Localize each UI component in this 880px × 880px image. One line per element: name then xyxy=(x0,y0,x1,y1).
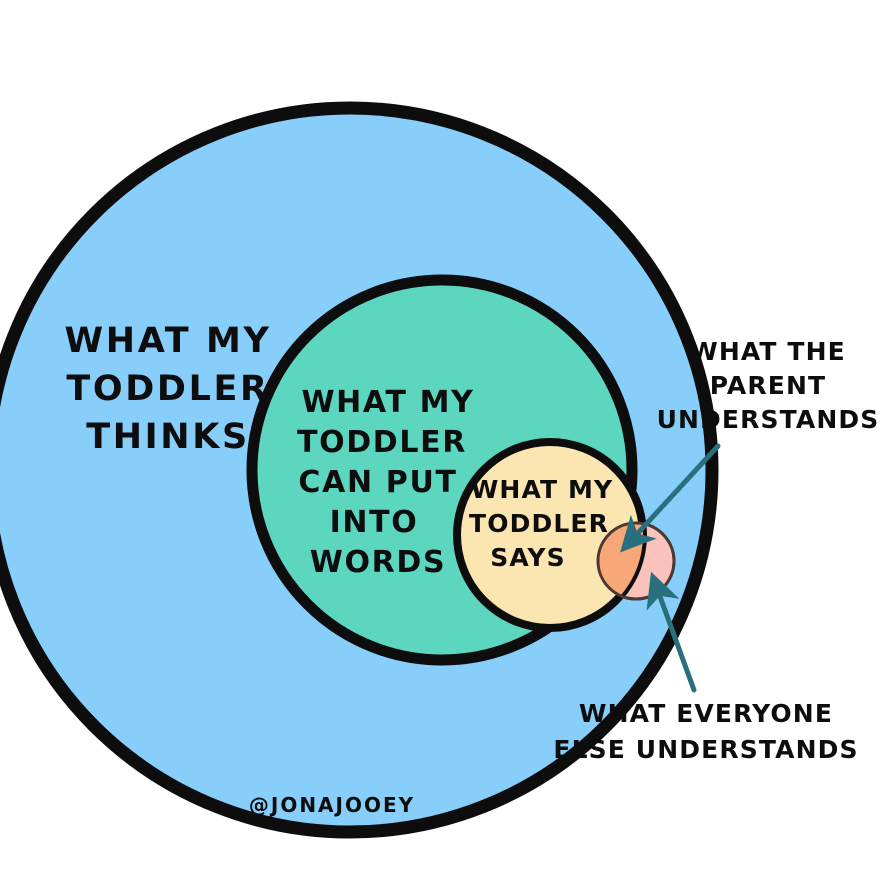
label-toddler-thinks-line-3: THINKS xyxy=(86,417,250,457)
annotation-parent-understands-line-3: UNDERSTANDS xyxy=(657,405,880,434)
annotation-parent-understands: WHAT THE PARENT UNDERSTANDS xyxy=(620,337,880,553)
label-can-put-into-words: WHAT MY TODDLER CAN PUT INTO WORDS xyxy=(297,385,474,580)
overlap-shape-salmon xyxy=(598,523,643,599)
credit-handle: @JONAJOOEY xyxy=(249,793,415,817)
label-toddler-thinks-line-1: WHAT MY xyxy=(65,321,272,361)
label-can-put-into-words-line-4: INTO xyxy=(330,505,419,540)
label-toddler-says-line-1: WHAT MY xyxy=(471,475,614,504)
overlap-says-understood xyxy=(598,523,643,599)
annotation-everyone-else-understands-line-2: ELSE UNDERSTANDS xyxy=(553,735,858,764)
annotation-parent-understands-text: WHAT THE PARENT UNDERSTANDS xyxy=(657,337,880,434)
label-can-put-into-words-line-3: CAN PUT xyxy=(298,465,457,500)
annotation-parent-understands-arrow xyxy=(620,443,721,553)
label-toddler-thinks: WHAT MY TODDLER THINKS xyxy=(65,321,272,457)
annotation-parent-understands-line-1: WHAT THE xyxy=(690,337,846,366)
label-toddler-thinks-line-2: TODDLER xyxy=(66,369,269,409)
annotation-everyone-else-understands: WHAT EVERYONE ELSE UNDERSTANDS xyxy=(553,571,858,764)
annotation-everyone-else-understands-text: WHAT EVERYONE ELSE UNDERSTANDS xyxy=(553,699,858,764)
annotation-everyone-else-understands-line-1: WHAT EVERYONE xyxy=(579,699,833,728)
label-can-put-into-words-line-5: WORDS xyxy=(310,545,446,580)
label-toddler-says: WHAT MY TODDLER SAYS xyxy=(469,475,614,572)
label-toddler-says-line-2: TODDLER xyxy=(469,509,609,538)
label-can-put-into-words-line-1: WHAT MY xyxy=(301,385,474,420)
label-toddler-says-line-3: SAYS xyxy=(490,543,566,572)
annotation-parent-understands-line-2: PARENT xyxy=(710,371,826,400)
annotation-everyone-else-understands-arrow xyxy=(646,571,697,693)
label-can-put-into-words-line-2: TODDLER xyxy=(297,425,467,460)
